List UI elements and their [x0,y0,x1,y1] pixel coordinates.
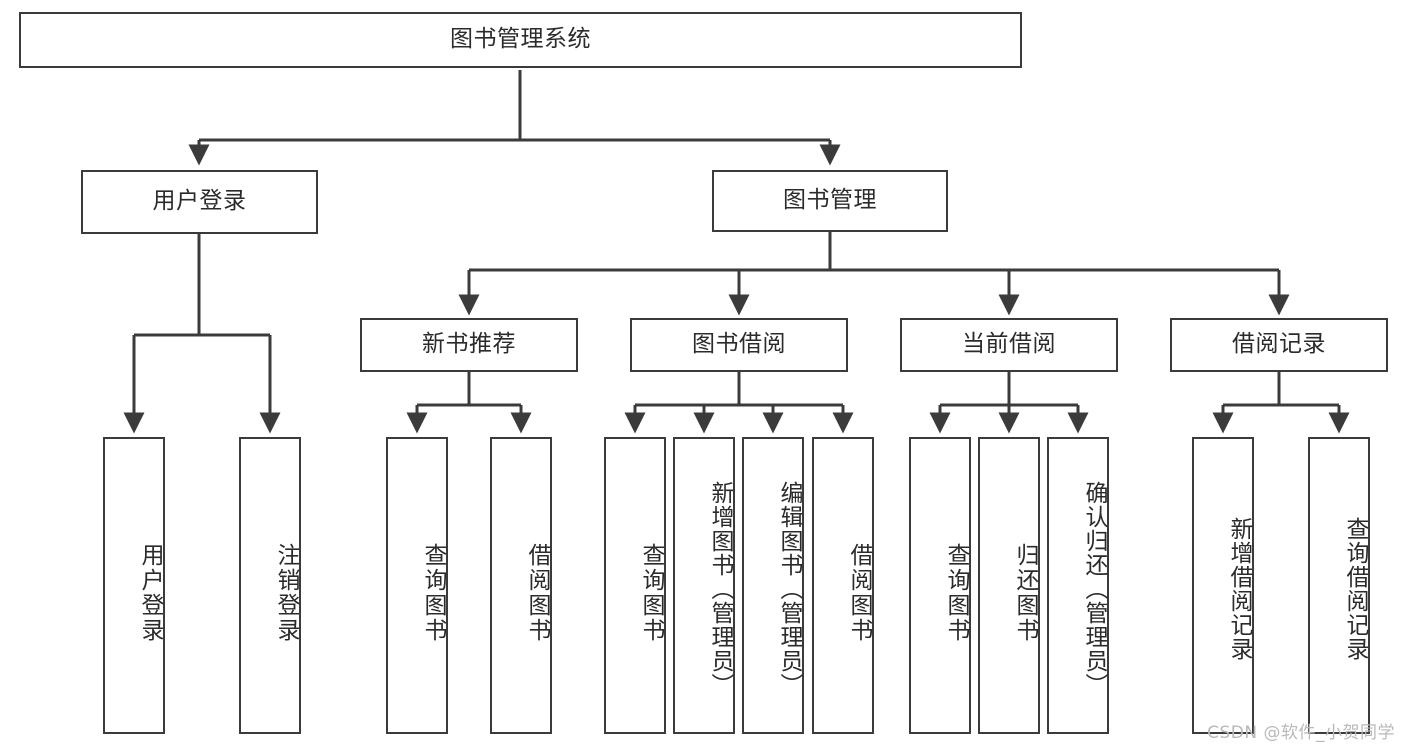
node-label: 查询图书 [420,542,446,643]
leaf-book-borrow-edit[interactable]: 编辑图书（管理员） [742,437,804,734]
node-user-login[interactable]: 用户登录 [81,170,318,234]
node-label: 编辑图书（管理员） [776,480,802,697]
leaf-book-borrow-add[interactable]: 新增图书（管理员） [673,437,735,734]
node-label: 新书推荐 [422,331,516,358]
node-current-borrow[interactable]: 当前借阅 [900,318,1118,372]
node-borrow-records[interactable]: 借阅记录 [1170,318,1388,372]
node-new-book-recommend[interactable]: 新书推荐 [360,318,578,372]
node-label: 借阅记录 [1232,331,1326,358]
node-label: 注销登录 [273,542,299,643]
leaf-new-book-query[interactable]: 查询图书 [386,437,448,734]
leaf-book-borrow-lend[interactable]: 借阅图书 [812,437,874,734]
node-book-management[interactable]: 图书管理 [712,170,948,232]
node-label: 用户登录 [152,188,247,215]
leaf-current-borrow-return[interactable]: 归还图书 [978,437,1040,734]
node-label: 图书借阅 [692,331,786,358]
node-label: 归还图书 [1012,542,1038,643]
leaf-current-borrow-confirm[interactable]: 确认归还（管理员） [1047,437,1109,734]
leaf-borrow-record-query[interactable]: 查询借阅记录 [1308,437,1370,734]
node-label: 查询图书 [943,542,969,643]
node-root-system[interactable]: 图书管理系统 [19,12,1022,68]
node-label: 借阅图书 [846,542,872,643]
node-label: 查询借阅记录 [1342,516,1368,661]
leaf-borrow-record-add[interactable]: 新增借阅记录 [1192,437,1254,734]
leaf-new-book-borrow[interactable]: 借阅图书 [490,437,552,734]
node-label: 查询图书 [638,542,664,643]
leaf-book-borrow-query[interactable]: 查询图书 [604,437,666,734]
node-label: 确认归还（管理员） [1081,480,1107,697]
leaf-user-login-signout[interactable]: 注销登录 [239,437,301,734]
leaf-current-borrow-query[interactable]: 查询图书 [909,437,971,734]
node-label: 借阅图书 [524,542,550,643]
node-label: 图书管理 [783,187,877,214]
node-label: 用户登录 [137,542,163,643]
leaf-user-login-signin[interactable]: 用户登录 [103,437,165,734]
node-label: 图书管理系统 [450,26,591,53]
node-label: 新增图书（管理员） [707,480,733,697]
node-label: 当前借阅 [962,331,1056,358]
node-label: 新增借阅记录 [1226,516,1252,661]
node-book-borrow[interactable]: 图书借阅 [630,318,848,372]
csdn-watermark: CSDN @软件_小贺同学 [1207,723,1395,743]
